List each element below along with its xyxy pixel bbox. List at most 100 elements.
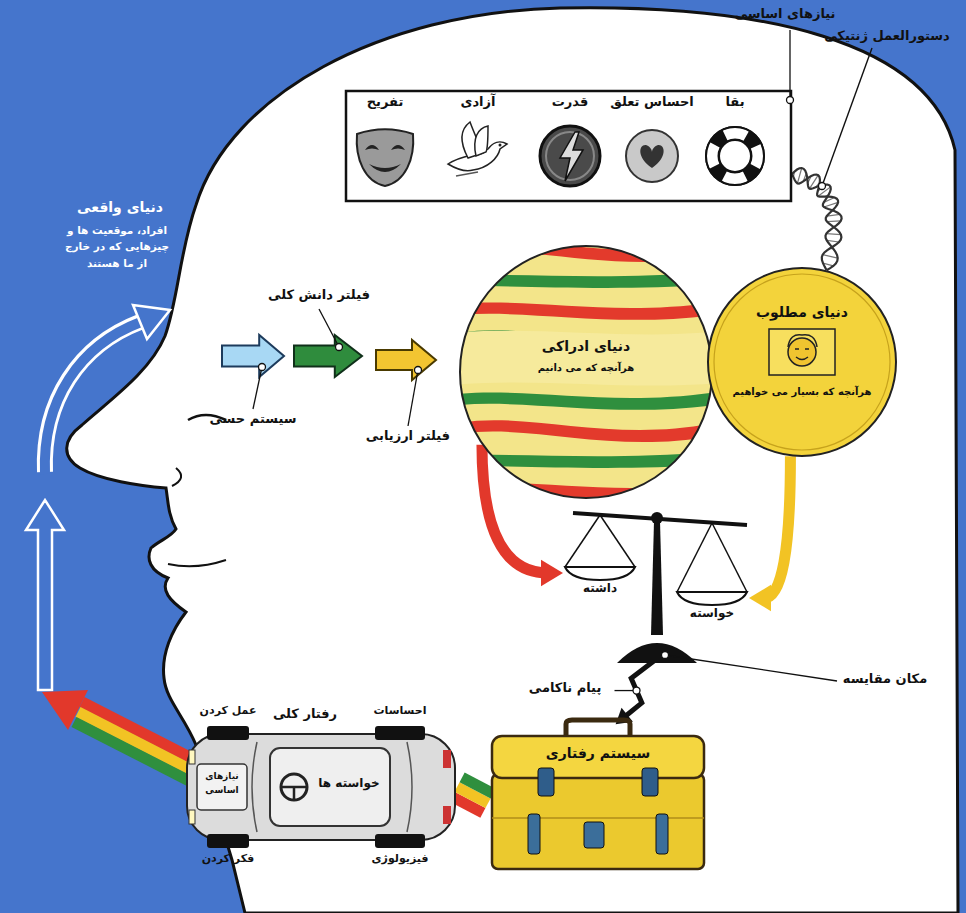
edge-label: پیام ناکامی (518, 680, 613, 697)
hood-panel-graphic (197, 764, 247, 810)
desired-world-circle-graphic (707, 267, 897, 457)
hood-panel-text: نیازهای اساسی (197, 770, 247, 797)
band-connector (452, 777, 493, 813)
stripe (449, 391, 723, 410)
band-stripe (457, 787, 488, 803)
note-label: دنیای واقعی (65, 198, 175, 216)
need-icon-text: آزادی (428, 94, 528, 111)
desired-world-circle-graphic-part (708, 268, 896, 456)
note-label: دستورالعمل ژنتیکی (812, 28, 962, 45)
arrow-shape (294, 335, 362, 377)
needs-box-graphic (345, 90, 792, 202)
helix-rung (824, 202, 838, 207)
cabin-text: خواسته ها (310, 776, 388, 792)
stripe-pattern (449, 206, 723, 532)
cabin: خواسته ها (270, 748, 390, 826)
car-graphic-part (443, 750, 451, 768)
leader-dot (259, 364, 266, 371)
car-text: رفتار کلی (255, 706, 355, 723)
helix-rung (826, 234, 841, 235)
need-icon-graphic-part (369, 164, 401, 172)
need-icon-graphic (530, 94, 610, 194)
nostril-line (172, 468, 181, 486)
wheel-text: احساسات (355, 704, 445, 718)
helix-rung (830, 248, 833, 250)
bolt-connector (615, 660, 656, 725)
helix-rung (827, 220, 841, 222)
helix-rung (808, 176, 812, 183)
leader-line (822, 48, 872, 186)
scale-pan-text: داشته (555, 581, 645, 597)
helix-rung (827, 214, 840, 216)
stripe (449, 271, 723, 288)
need-icon-graphic-part (560, 132, 583, 181)
need-icon-graphic-part (475, 126, 488, 156)
toolbox-graphic-part (584, 822, 604, 848)
wheel: فکر کردن (207, 834, 249, 848)
head-silhouette (67, 8, 958, 913)
need-icon-graphic-part (391, 145, 405, 150)
leader-line (408, 370, 418, 426)
desired-world-circle-text: هرآنچه که بسیار می خواهیم (717, 385, 887, 398)
helix-rung (797, 168, 801, 183)
stripe (449, 361, 723, 378)
need-icon-graphic (438, 94, 518, 194)
pan-bowl (677, 592, 747, 605)
wheel-tyre (207, 834, 249, 848)
band-stripe (452, 797, 483, 813)
needs-box-text: نیازهای اساسی (730, 6, 840, 23)
arrow-stroke (764, 456, 790, 598)
lips-line (168, 560, 226, 566)
scale-pan: داشته (563, 563, 637, 603)
needs-box: نیازهای اساسیبقااحساس تعلققدرتآزادیتفریح (345, 90, 792, 202)
helix-rung (810, 175, 819, 188)
perceived-world-circle-text: هرآنچه که می دانیم (496, 361, 676, 374)
cabin-graphic-part (281, 774, 307, 800)
scale-pan-graphic (675, 588, 749, 628)
arrowhead (749, 585, 771, 611)
scale-graphic-part (600, 515, 635, 567)
desired-world-circle-graphic-part (788, 335, 817, 347)
helix-rung (824, 198, 835, 203)
hood-panel: نیازهای اساسی (197, 764, 247, 810)
real-world-arrow (45, 322, 141, 474)
stripe (449, 510, 723, 532)
need-icon-text: تفریح (335, 94, 435, 111)
scale-pan-graphic (563, 563, 637, 603)
leader-line (665, 655, 837, 681)
helix-rung (827, 240, 839, 242)
leader-dot (415, 367, 422, 374)
perceived-world-circle-graphic (459, 245, 713, 499)
helix-connector (792, 168, 842, 270)
toolbox-graphic-part (492, 817, 704, 819)
wheel-text: فیزیولوژی (355, 852, 445, 866)
output-stripe (74, 722, 205, 789)
need-icon: احساس تعلق (612, 94, 692, 194)
curve-connector (749, 456, 790, 611)
box-outline (346, 91, 791, 201)
scale-graphic-part (565, 515, 600, 567)
car-graphic-part (407, 742, 412, 832)
helix-rung (825, 195, 829, 197)
leader-line (789, 30, 790, 100)
arrow-shape (376, 340, 436, 380)
wheel-graphic (375, 726, 425, 740)
filter-arrow-graphic (294, 335, 362, 377)
toolbox-text: سیستم رفتاری (528, 744, 668, 762)
band-stripe (462, 777, 493, 793)
need-icon-graphic-part (456, 172, 478, 176)
wheel-tyre (375, 834, 425, 848)
need-icon-graphic-part (719, 140, 751, 172)
toolbox-graphic-part (538, 768, 554, 796)
need-icon-text: احساس تعلق (602, 94, 702, 111)
stripe (449, 331, 723, 386)
helix-rung (818, 184, 825, 191)
wheel-graphic (207, 834, 249, 848)
filter-arrow-text: فیلتر ارزیابی (348, 428, 468, 445)
